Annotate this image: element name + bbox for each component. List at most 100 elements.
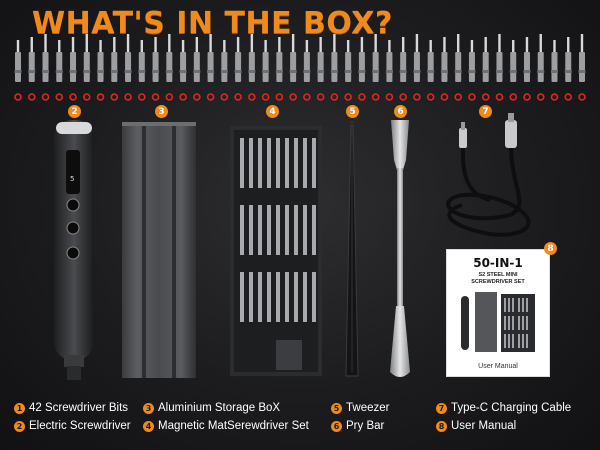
legend-item-4: 4 Magnetic MatSerewdriver Set [143, 420, 309, 432]
legend-number: 1 [14, 402, 25, 414]
screwdriver-bit [426, 40, 435, 101]
legend-label: Type-C Charging Cable [451, 402, 572, 414]
legend-number: 6 [331, 420, 342, 432]
screwdriver-bit [55, 40, 64, 101]
holder-bit [303, 205, 307, 255]
screwdriver-bit [371, 34, 380, 101]
legend-number: 3 [143, 402, 154, 414]
callout-7: 7 [479, 105, 492, 118]
legend-label: Aluminium Storage BoX [158, 402, 281, 414]
holder-bit [249, 205, 253, 255]
holder-bit [240, 138, 244, 188]
legend-label: Tweezer [346, 402, 390, 414]
screwdriver-bit [261, 40, 270, 101]
legend-number: 5 [331, 402, 342, 414]
holder-bit [267, 138, 271, 188]
screwdriver-bit [96, 40, 105, 101]
legend-label: User Manual [451, 420, 517, 432]
holder-bit [276, 272, 280, 322]
screwdriver-bit [303, 40, 311, 101]
screwdriver-display: 5 [70, 175, 75, 183]
holder-bit [249, 272, 253, 322]
type-c-cable [446, 113, 531, 237]
legend-number: 4 [143, 420, 154, 432]
holder-bit [267, 205, 271, 255]
screwdriver-bit [82, 34, 91, 101]
holder-bit [294, 205, 298, 255]
holder-bit [249, 138, 253, 188]
holder-bit [294, 272, 298, 322]
holder-bit [276, 205, 280, 255]
holder-bit [303, 138, 307, 188]
holder-bit [285, 272, 289, 322]
screwdriver-bit [151, 37, 160, 101]
legend-label: Pry Bar [346, 420, 385, 432]
tweezer [345, 121, 359, 377]
holder-bit [276, 138, 280, 188]
screwdriver-bit [536, 34, 545, 101]
screwdriver-bit [165, 34, 174, 101]
callout-2: 2 [68, 105, 81, 118]
screwdriver-bit [289, 34, 297, 101]
callout-6: 6 [394, 105, 407, 118]
magnetic-bit-holder [230, 126, 322, 376]
screwdriver-bit [413, 34, 421, 101]
manual-subtitle-line1: S2 STEEL MINI [478, 272, 518, 278]
legend-number: 8 [436, 420, 447, 432]
screwdriver-bit [41, 34, 50, 101]
legend-item-5: 5 Tweezer [331, 402, 389, 414]
holder-bit [285, 138, 289, 188]
holder-bit [312, 138, 316, 188]
legend-label: Magnetic MatSerewdriver Set [158, 420, 309, 432]
screwdriver-bit [69, 37, 77, 101]
holder-bit [312, 272, 316, 322]
screwdriver-bit [138, 40, 146, 101]
screwdriver-bit [523, 37, 531, 101]
page-title: WHAT'S IN THE BOX? [32, 6, 393, 41]
screwdriver-bit [550, 40, 559, 101]
holder-bit [267, 272, 271, 322]
screwdriver-bits-row [14, 34, 586, 101]
screwdriver-bit [385, 40, 394, 101]
screwdriver-bit [358, 37, 366, 101]
holder-bit [240, 272, 244, 322]
legend-number: 2 [14, 420, 25, 432]
screwdriver-bit [193, 37, 201, 101]
screwdriver-bit [454, 34, 462, 101]
holder-bit [312, 205, 316, 255]
screwdriver-bit [110, 37, 119, 101]
screwdriver-bit [344, 40, 352, 101]
holder-bit [258, 205, 262, 255]
holder-bit [303, 272, 307, 322]
screwdriver-bit [468, 40, 476, 101]
callout-5: 5 [346, 105, 359, 118]
screwdriver-bit [27, 37, 36, 101]
screwdriver-bit [206, 34, 215, 101]
legend-item-3: 3 Aluminium Storage BoX [143, 402, 280, 414]
legend-item-1: 1 42 Screwdriver Bits [14, 402, 128, 414]
manual-subtitle-line2: SCREWDRIVER SET [471, 278, 525, 285]
manual-subtitle: S2 STEEL MINI SCREWDRIVER SET [447, 272, 549, 285]
legend-item-8: 8 User Manual [436, 420, 516, 432]
legend-label: 42 Screwdriver Bits [29, 402, 129, 414]
screwdriver-bit [564, 37, 573, 101]
screwdriver-bit [316, 37, 325, 101]
callout-8: 8 [544, 242, 557, 255]
legend-item-7: 7 Type-C Charging Cable [436, 402, 571, 414]
holder-bit [240, 205, 244, 255]
screwdriver-bit [275, 37, 284, 101]
screwdriver-bit [578, 34, 586, 101]
screwdriver-bit [179, 40, 187, 101]
screwdriver-bit [330, 34, 339, 101]
manual-title: 50-IN-1 [473, 256, 523, 270]
callout-3: 3 [155, 105, 168, 118]
legend-item-6: 6 Pry Bar [331, 420, 384, 432]
holder-bit [258, 138, 262, 188]
electric-screwdriver [54, 120, 94, 380]
screwdriver-bit [481, 37, 490, 101]
legend-number: 7 [436, 402, 447, 414]
screwdriver-bit [495, 34, 504, 101]
holder-bit [258, 272, 262, 322]
